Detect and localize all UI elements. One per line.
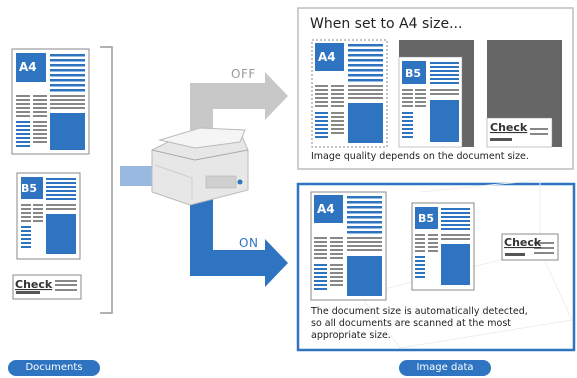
- bottom-panel-caption-line2: so all documents are scanned at the most: [311, 318, 512, 329]
- source-a4-document: [11, 48, 90, 155]
- top-check-label: Check: [490, 121, 528, 134]
- on-label: ON: [239, 236, 259, 250]
- top-panel-caption: Image quality depends on the document si…: [311, 151, 529, 162]
- top-a4-label: A4: [318, 50, 336, 64]
- image-data-pill: Image data: [399, 360, 491, 376]
- bottom-check-image: [501, 233, 559, 261]
- top-check-image: [486, 40, 562, 148]
- bottom-a4-image: [310, 191, 387, 301]
- bottom-check-label: Check: [504, 236, 542, 249]
- bottom-panel-caption-line3: appropriate size.: [311, 330, 391, 341]
- top-a4-image: [311, 39, 388, 148]
- source-check-label: Check: [15, 278, 53, 291]
- off-label: OFF: [231, 67, 256, 81]
- on-arrow: [190, 196, 288, 287]
- bottom-b5-label: B5: [418, 212, 434, 225]
- source-b5-document: [16, 172, 81, 260]
- source-check-document: [12, 274, 82, 300]
- background-laptop-outline: [359, 179, 573, 349]
- bottom-panel-caption-line1: The document size is automatically detec…: [311, 306, 528, 317]
- source-b5-label: B5: [21, 182, 37, 195]
- scanner-illustration: [151, 127, 249, 206]
- bottom-a4-label: A4: [317, 202, 335, 216]
- bottom-b5-image: [411, 202, 475, 291]
- off-arrow: [190, 72, 288, 152]
- top-panel-title: When set to A4 size...: [310, 16, 463, 32]
- source-a4-label: A4: [19, 60, 37, 74]
- documents-bracket: [100, 46, 113, 314]
- light-beam: [120, 166, 152, 186]
- top-b5-label: B5: [405, 67, 421, 80]
- top-b5-image: [398, 40, 474, 148]
- documents-pill: Documents: [8, 360, 100, 376]
